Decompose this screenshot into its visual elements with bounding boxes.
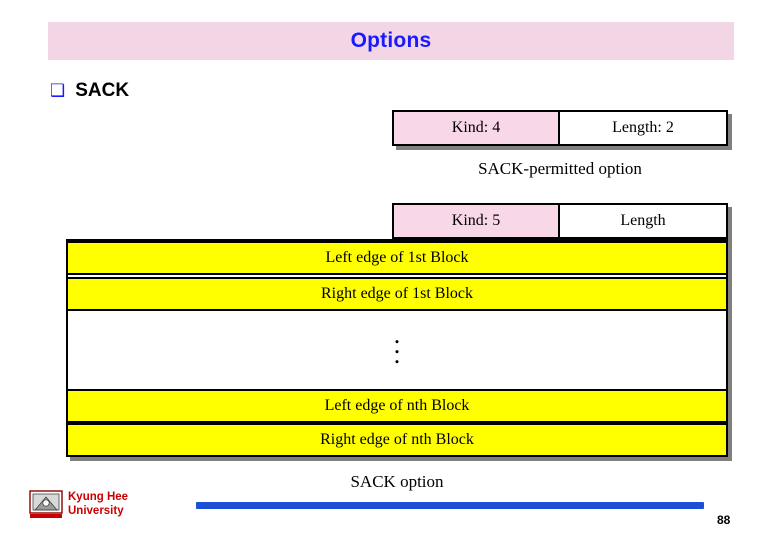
vertical-ellipsis-icon: ...	[393, 320, 401, 369]
bullet-item-sack: ❑ SACK	[50, 80, 129, 102]
university-logo-icon	[29, 490, 63, 518]
sack-block-row-right-1st: Right edge of 1st Block	[66, 277, 728, 311]
sack-permitted-kind-cell: Kind: 4	[392, 110, 560, 146]
bullet-square-icon: ❑	[50, 80, 66, 101]
university-name: Kyung Hee University	[68, 490, 128, 518]
university-name-line1: Kyung Hee	[68, 491, 129, 503]
page-number: 88	[717, 513, 731, 527]
sack-option-caption: SACK option	[66, 472, 728, 492]
sack-block-row-label: Left edge of nth Block	[324, 397, 470, 414]
sack-block-row-label: Left edge of 1st Block	[325, 249, 469, 266]
sack-option-kind-label: Kind: 5	[451, 212, 501, 229]
sack-block-row-label: Right edge of nth Block	[320, 431, 474, 448]
sack-option-caption-text: SACK option	[350, 472, 444, 491]
sack-block-row-left-1st: Left edge of 1st Block	[66, 241, 728, 275]
sack-block-row-left-nth: Left edge of nth Block	[66, 389, 728, 423]
sack-permitted-length-cell: Length: 2	[558, 110, 728, 146]
slide-title-bar: Options	[48, 22, 734, 60]
bullet-item-label: SACK	[75, 80, 130, 101]
sack-permitted-kind-label: Kind: 4	[451, 119, 501, 136]
sack-option-kind-cell: Kind: 5	[392, 203, 560, 239]
sack-block-row-label: Right edge of 1st Block	[321, 285, 473, 302]
page-title: Options	[350, 29, 432, 52]
sack-permitted-caption-text: SACK-permitted option	[478, 159, 642, 178]
sack-permitted-length-label: Length: 2	[612, 119, 674, 136]
university-name-line2: University	[68, 505, 124, 517]
sack-option-length-label: Length	[620, 212, 666, 229]
sack-permitted-caption: SACK-permitted option	[392, 159, 728, 179]
footer-divider	[196, 502, 704, 509]
sack-option-length-cell: Length	[558, 203, 728, 239]
sack-block-row-right-nth: Right edge of nth Block	[66, 423, 728, 457]
